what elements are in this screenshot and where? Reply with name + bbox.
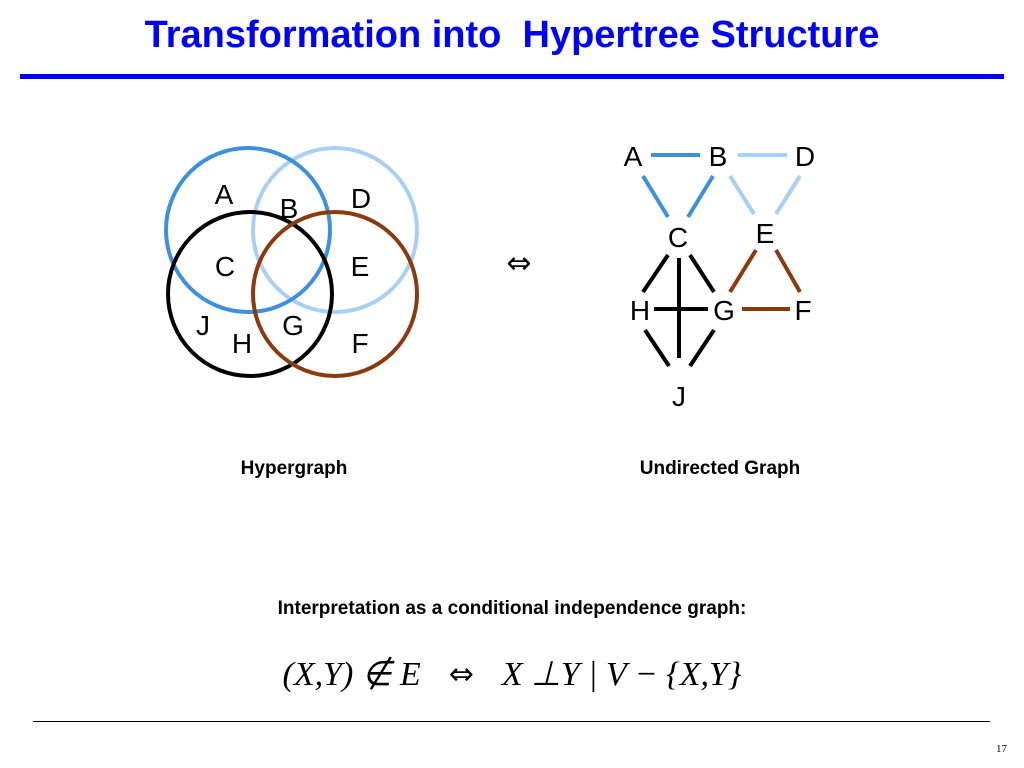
footer-rule: [33, 721, 990, 722]
edge-h-j: [643, 328, 671, 368]
slide-title: Transformation into Hypertree Structure: [144, 14, 880, 56]
graph-node-b: B: [709, 141, 728, 172]
interpretation-text: Interpretation as a conditional independ…: [277, 598, 747, 619]
hypergraph-label-e: E: [351, 251, 370, 282]
edge-e-f: [774, 249, 802, 293]
hyperedge-bde-circle: [251, 146, 419, 314]
edge-a-c: [641, 174, 670, 219]
equivalence-symbol: ⇔: [506, 246, 532, 281]
hyperedge-chj-circle: [166, 210, 334, 378]
formula-rhs: X ⊥Y | V − {X,Y}: [501, 656, 742, 693]
hypergraph-label-f: F: [351, 328, 368, 359]
edge-c-g: [688, 253, 716, 294]
graph-node-f: F: [794, 295, 811, 326]
graph-node-c: C: [668, 222, 688, 253]
edge-e-g: [728, 248, 758, 294]
edge-b-c: [686, 174, 715, 219]
undirected-graph-caption: Undirected Graph: [639, 458, 801, 479]
hyperedge-abc-circle: [164, 146, 332, 314]
hypergraph-label-j: J: [196, 310, 210, 341]
hyperedge-egf-circle: [251, 210, 419, 378]
hypergraph-caption: Hypergraph: [240, 458, 348, 479]
hypergraph-label-a: A: [215, 179, 234, 210]
hypergraph-label-c: C: [215, 251, 235, 282]
graph-node-j: J: [672, 381, 686, 412]
hypergraph-label-b: B: [280, 193, 299, 224]
formula-lhs: (X,Y) ∉ E: [282, 656, 421, 693]
title-rule: [20, 74, 1004, 79]
graph-node-a: A: [624, 141, 643, 172]
hypergraph-label-g: G: [282, 310, 304, 341]
graph-node-h: H: [630, 295, 650, 326]
independence-formula: (X,Y) ∉ E ⇔ X ⊥Y | V − {X,Y}: [0, 652, 1024, 696]
page-number: 17: [996, 743, 1007, 755]
edge-d-e: [774, 174, 802, 216]
edge-c-h: [641, 253, 670, 294]
graph-node-g: G: [713, 295, 735, 326]
graph-node-d: D: [795, 141, 815, 172]
formula-equivalence-symbol: ⇔: [448, 656, 474, 692]
hypergraph-label-d: D: [351, 183, 371, 214]
hypergraph-label-h: H: [232, 328, 252, 359]
edge-g-j: [688, 328, 716, 368]
graph-node-e: E: [756, 218, 775, 249]
edge-b-e: [728, 174, 756, 216]
